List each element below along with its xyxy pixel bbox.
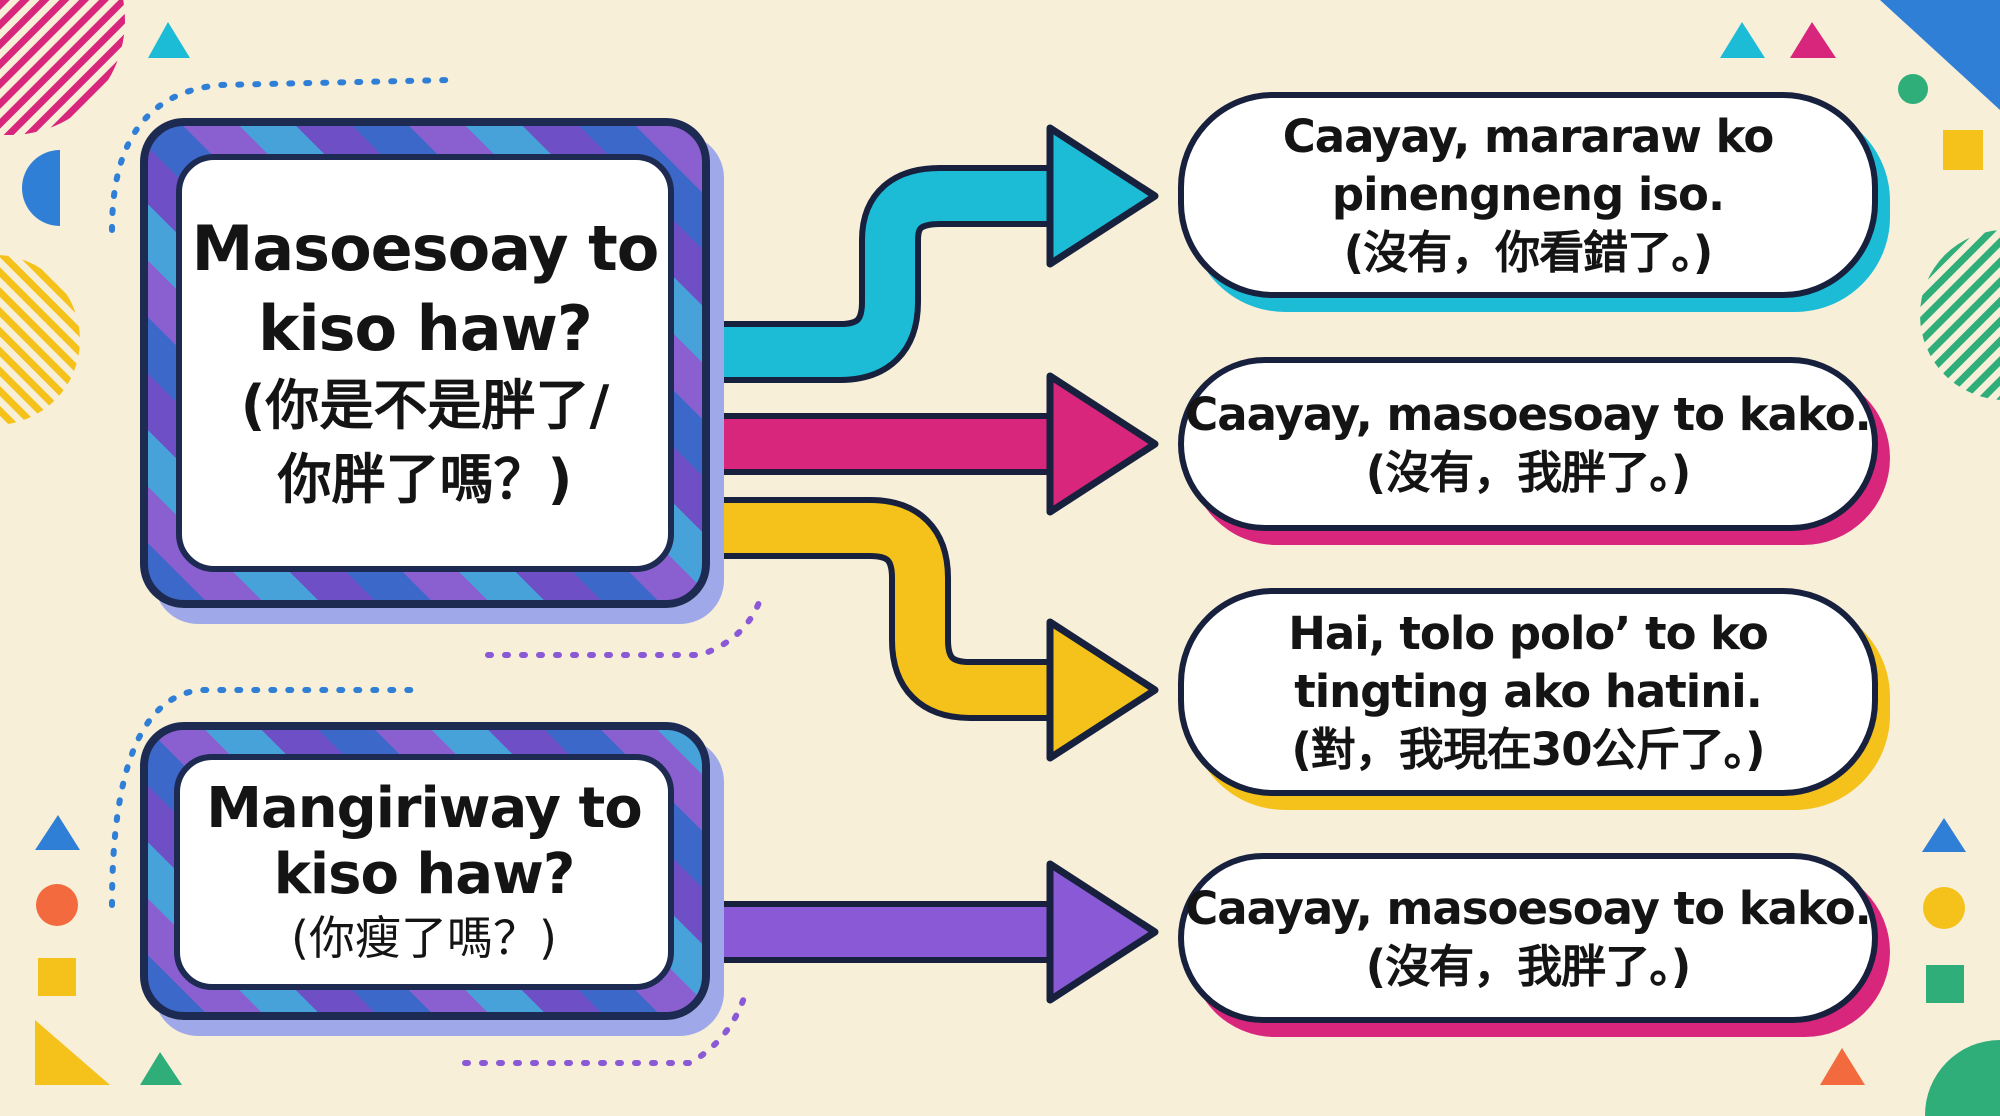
triangle-bottom-left: [35, 815, 80, 850]
question-2-line-1: Mangiriway to: [206, 776, 643, 841]
striped-circle-top-left: [0, 0, 125, 135]
quarter-circle-bottom-right: [1924, 1040, 2000, 1116]
answer-4-translation: (沒有，我胖了。): [1365, 940, 1692, 993]
answer-1-line-2: pinengneng iso.: [1331, 168, 1725, 221]
answer-2-line-1: Caayay, masoesoay to kako.: [1185, 388, 1872, 441]
answer-3-line-1: Hai, tolo polo’ to ko: [1288, 607, 1769, 660]
answer-1-translation: (沒有，你看錯了。): [1343, 226, 1714, 279]
striped-circle-left: [0, 255, 80, 425]
answer-box-4: Caayay, masoesoay to kako. (沒有，我胖了。): [1178, 853, 1878, 1023]
question-card-2: Mangiriway to kiso haw? (你瘦了嗎？): [174, 754, 674, 990]
arrow-cyan: [705, 124, 1159, 383]
dotted-line-mid-left: [485, 597, 763, 658]
triangle-small-bottom-left: [140, 1052, 182, 1085]
half-circle-left: [22, 150, 60, 226]
arrow-magenta: [705, 372, 1159, 516]
triangle-right-blue: [1922, 818, 1966, 852]
question-box-2: Mangiriway to kiso haw? (你瘦了嗎？): [140, 722, 710, 1020]
answer-3-line-2: tingting ako hatini.: [1294, 665, 1763, 718]
arrow-yellow: [705, 497, 1159, 762]
triangle-top-right-cyan: [1720, 22, 1765, 58]
corner-shape-top-right: [1880, 0, 2000, 110]
square-right-green: [1926, 965, 1964, 1003]
arrow-purple: [705, 860, 1159, 1004]
question-2-translation: (你瘦了嗎？): [291, 911, 557, 965]
triangle-corner-bottom-left: [35, 1020, 110, 1085]
question-1-line-1: Masoesoay to: [191, 212, 660, 285]
dotted-arc-lower-left: [109, 687, 423, 908]
triangle-bottom-right-orange: [1820, 1048, 1865, 1085]
answer-box-2: Caayay, masoesoay to kako. (沒有，我胖了。): [1178, 357, 1878, 531]
dotted-line-bottom-left: [462, 992, 748, 1066]
question-1-translation-line-1: (你是不是胖了/: [240, 374, 610, 437]
question-1-line-2: kiso haw?: [258, 292, 593, 365]
triangle-top-right-pink: [1790, 22, 1836, 58]
question-box-1: Masoesoay to kiso haw? (你是不是胖了/ 你胖了嗎？): [140, 118, 710, 608]
circle-right-green: [1898, 74, 1928, 104]
circle-bottom-left: [36, 884, 78, 926]
question-card-1: Masoesoay to kiso haw? (你是不是胖了/ 你胖了嗎？): [176, 154, 674, 572]
square-bottom-left: [38, 958, 76, 996]
answer-1-line-1: Caayay, mararaw ko: [1282, 110, 1775, 163]
question-2-line-2: kiso haw?: [273, 842, 576, 907]
answer-box-3: Hai, tolo polo’ to ko tingting ako hatin…: [1178, 588, 1878, 796]
question-1-translation-line-2: 你胖了嗎？): [277, 448, 573, 511]
square-right-yellow: [1943, 130, 1983, 170]
answer-box-1: Caayay, mararaw ko pinengneng iso. (沒有，你…: [1178, 92, 1878, 298]
answer-3-translation: (對，我現在30公斤了。): [1291, 723, 1765, 776]
triangle-top-left: [148, 22, 190, 58]
circle-right-yellow: [1923, 887, 1965, 929]
answer-2-translation: (沒有，我胖了。): [1365, 446, 1692, 499]
answer-4-line-1: Caayay, masoesoay to kako.: [1185, 882, 1872, 935]
dotted-arc-left: [109, 77, 453, 233]
striped-circle-right: [1920, 230, 2000, 400]
